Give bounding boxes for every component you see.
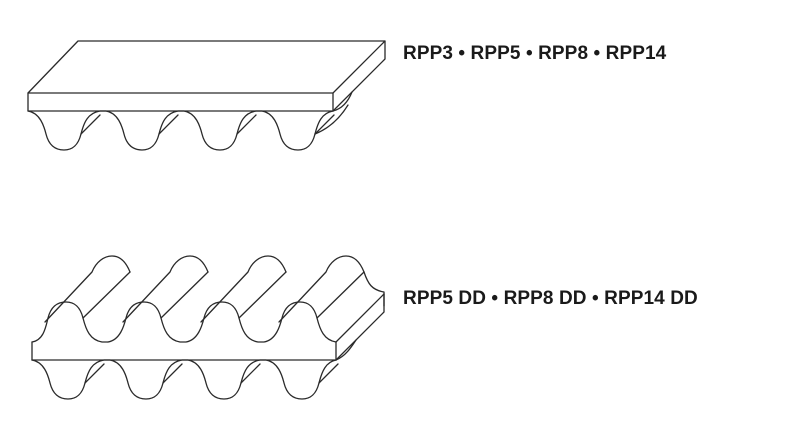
single-sided-belt-label: RPP3 • RPP5 • RPP8 • RPP14 (403, 43, 667, 64)
single-sided-belt-outline (27, 40, 386, 151)
double-sided-belt-label: RPP5 DD • RPP8 DD • RPP14 DD (403, 288, 698, 309)
double-sided-belt-outline (31, 255, 385, 400)
